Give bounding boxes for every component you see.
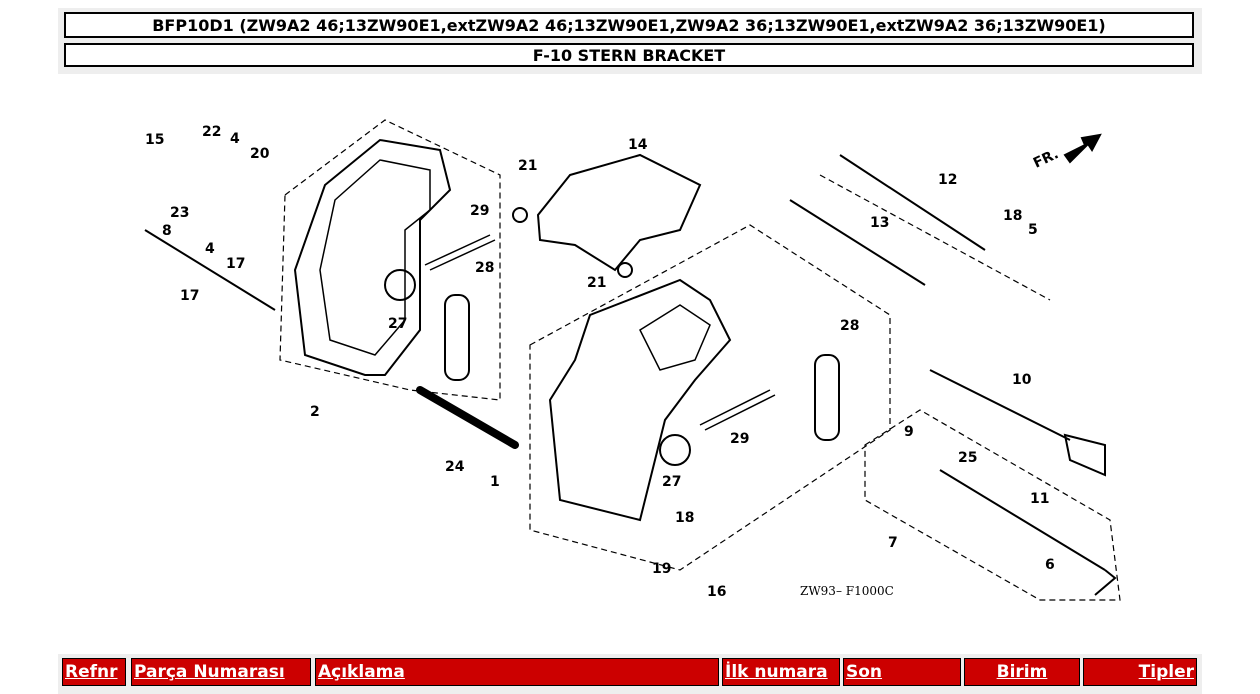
bolt-12 xyxy=(839,154,986,251)
spring-28-right xyxy=(699,389,776,431)
direction-label: FR. xyxy=(1031,146,1061,171)
callout-21-bottom: 21 xyxy=(587,275,606,291)
left-stern-bracket xyxy=(293,138,452,376)
left-bracket-inner xyxy=(319,159,431,356)
callout-22: 22 xyxy=(202,124,221,140)
clamp-bracket xyxy=(536,153,702,272)
callout-20: 20 xyxy=(250,146,270,162)
callout-16: 18 xyxy=(675,510,694,526)
callout-27-left: 27 xyxy=(388,316,407,332)
section-title: F-10 STERN BRACKET xyxy=(64,43,1194,67)
parts-diagram: 15 22 4 20 23 8 4 17 17 2 29 28 27 21 14… xyxy=(120,100,1140,620)
callout-6: 8 xyxy=(162,223,172,239)
callout-21-top: 21 xyxy=(518,158,537,174)
callout-17: 17 xyxy=(226,256,245,272)
lever-right xyxy=(814,354,840,441)
callout-9: 11 xyxy=(1030,491,1049,507)
group-outline-right xyxy=(529,224,891,571)
rod-9 xyxy=(939,469,1106,571)
callout-18-bottom: 16 xyxy=(707,584,726,600)
callout-29-left: 28 xyxy=(475,260,494,276)
callout-4-right: 5 xyxy=(1028,222,1038,238)
column-refnr[interactable]: Refnr xyxy=(62,658,126,686)
column-types[interactable]: Tipler xyxy=(1083,658,1197,686)
parts-diagram-svg: 15 22 4 20 23 8 4 17 17 2 29 28 27 21 14… xyxy=(144,119,1121,601)
bolt-15 xyxy=(144,229,276,311)
spring-28-left xyxy=(424,234,496,271)
front-arrow-icon xyxy=(1063,133,1102,164)
callout-labels: 15 22 4 20 23 8 4 17 17 2 29 28 27 21 14… xyxy=(145,124,1061,600)
lever-left xyxy=(444,294,470,381)
column-description[interactable]: Açıklama xyxy=(315,658,719,686)
callout-14: 13 xyxy=(870,215,889,231)
callout-15: 17 xyxy=(180,288,199,304)
callout-18: 15 xyxy=(145,132,164,148)
callout-7: 7 xyxy=(888,535,898,551)
right-bracket-cutout xyxy=(639,304,711,371)
callout-12: 12 xyxy=(938,172,957,188)
rod-8-end xyxy=(1063,433,1106,477)
right-stern-bracket xyxy=(548,278,732,522)
callout-10: 9 xyxy=(904,424,914,440)
callout-25: 25 xyxy=(958,450,977,466)
parts-table-header: Refnr Parça Numarası Açıklama İlk numara… xyxy=(58,654,1202,694)
callout-19: 19 xyxy=(652,561,671,577)
column-first-number[interactable]: İlk numara xyxy=(722,658,840,686)
pin-24 xyxy=(416,386,519,449)
callout-8: 10 xyxy=(1012,372,1032,388)
callout-28-left: 29 xyxy=(470,203,489,219)
callout-1: 1 xyxy=(490,474,500,490)
callout-17-right: 18 xyxy=(1003,208,1022,224)
callout-5: 4 xyxy=(230,131,240,147)
washer-21-bottom xyxy=(617,262,633,278)
group-outline-left xyxy=(279,119,501,401)
callout-28-right: 29 xyxy=(730,431,749,447)
callout-27-right: 27 xyxy=(662,474,681,490)
column-last[interactable]: Son xyxy=(843,658,961,686)
bolt-14 xyxy=(789,199,926,286)
callout-24: 24 xyxy=(445,459,465,475)
callout-4: 4 xyxy=(205,241,215,257)
model-line: BFP10D1 (ZW9A2 46;13ZW90E1,extZW9A2 46;1… xyxy=(64,12,1194,38)
column-unit[interactable]: Birim xyxy=(964,658,1080,686)
callout-13: 14 xyxy=(628,137,648,153)
title-frame: BFP10D1 (ZW9A2 46;13ZW90E1,extZW9A2 46;1… xyxy=(58,8,1202,74)
washer-27-left xyxy=(384,269,416,301)
rod-8 xyxy=(929,369,1071,441)
washer-21-top xyxy=(512,207,528,223)
callout-2: 2 xyxy=(310,404,320,420)
callout-11: 6 xyxy=(1045,557,1055,573)
column-part-number[interactable]: Parça Numarası xyxy=(131,658,311,686)
rod-9-handle xyxy=(1094,569,1117,596)
group-outline-bolt xyxy=(819,174,1051,301)
diagram-code: ZW93– F1000C xyxy=(800,584,894,598)
callout-23: 23 xyxy=(170,205,189,221)
callout-29-right: 28 xyxy=(840,318,859,334)
washer-27-right xyxy=(659,434,691,466)
group-outline-rod xyxy=(864,409,1121,601)
